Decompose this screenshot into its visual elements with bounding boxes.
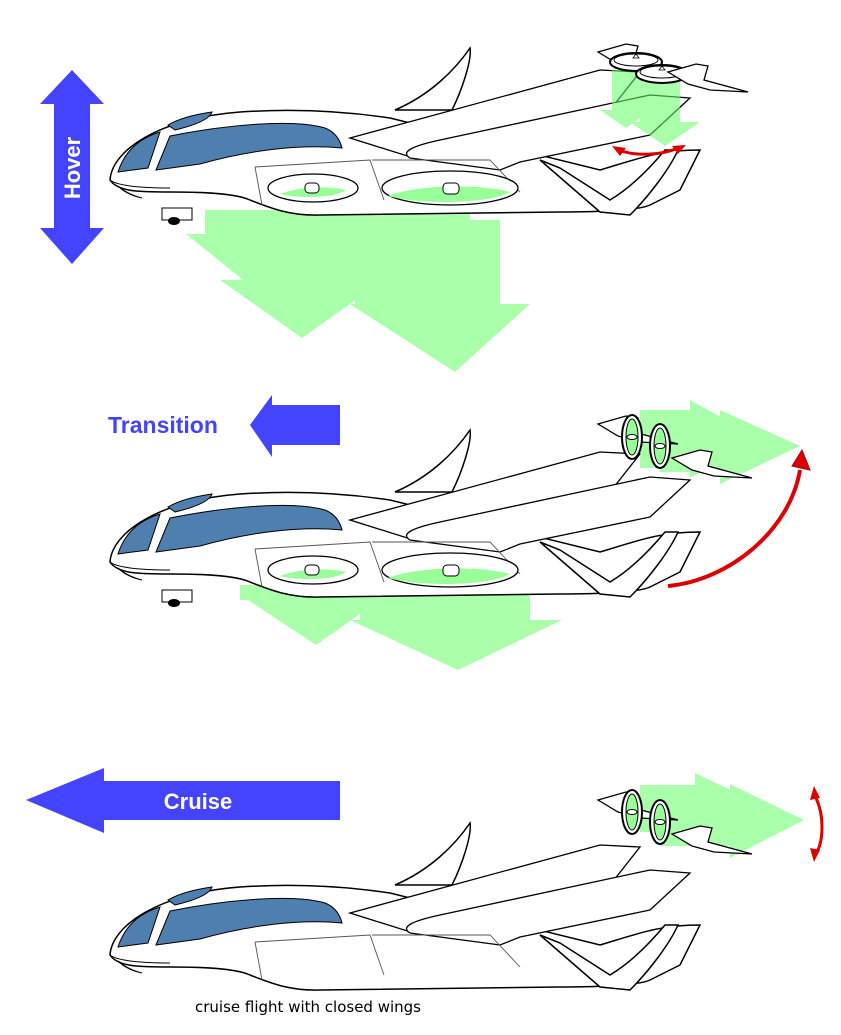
transition-aircraft <box>109 429 701 608</box>
cruise-aircraft <box>109 822 701 991</box>
cruise-label: Cruise <box>164 789 232 814</box>
transition-phase: Transition <box>108 395 811 670</box>
hover-label: Hover <box>60 136 85 199</box>
transition-tilt-indicator-arrow <box>667 448 811 588</box>
hover-tilt-indicator-arrow <box>612 145 686 156</box>
hover-direction-arrow <box>40 70 104 264</box>
transition-label: Transition <box>108 412 218 438</box>
hover-downwash-thrust <box>186 210 530 372</box>
cruise-phase: Cruise cruise flight with closed wings <box>26 768 824 1016</box>
hover-phase: Hover <box>40 43 749 372</box>
transition-direction-arrow <box>250 395 340 457</box>
hover-aircraft <box>109 47 701 226</box>
cruise-direction-arrow <box>26 768 340 833</box>
cruise-tilt-indicator-arrow <box>810 786 824 862</box>
diagram-caption: cruise flight with closed wings <box>195 998 421 1016</box>
hover-rotor-thrust <box>600 70 700 146</box>
transition-downwash-thrust <box>240 585 562 670</box>
